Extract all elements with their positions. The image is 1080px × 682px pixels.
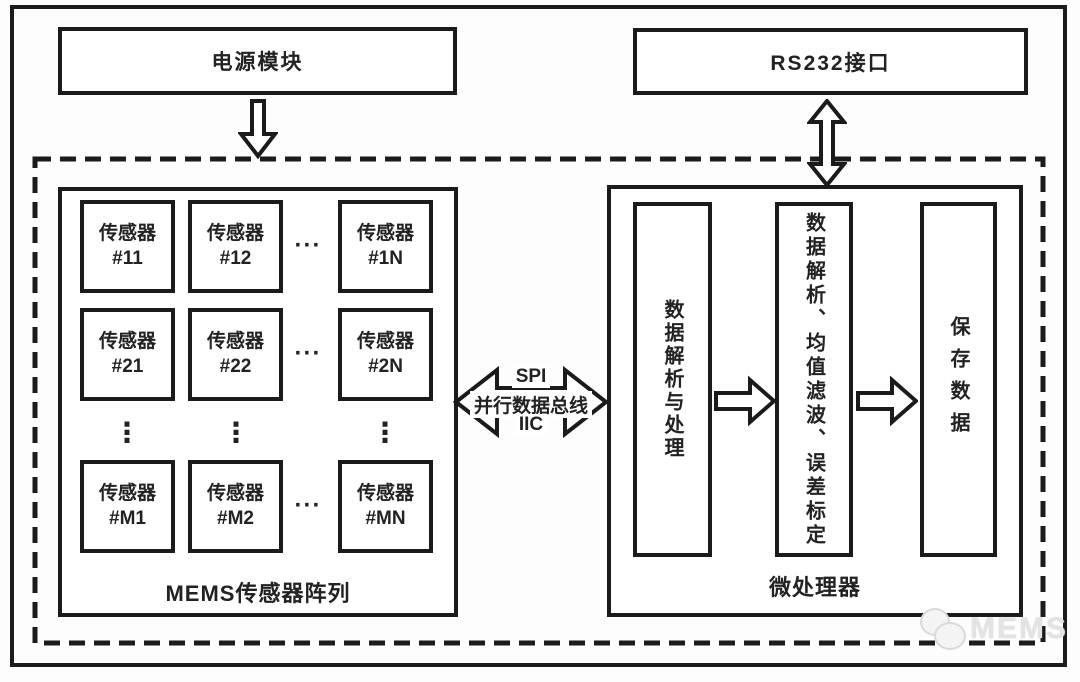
sensor-name: 传感器	[98, 222, 156, 244]
mascot-icon	[918, 606, 970, 652]
row-ellipsis: ···	[294, 232, 322, 259]
sensor-name: 传感器	[206, 330, 264, 352]
sensor-id: #1N	[368, 247, 403, 269]
sensor-box-1N: 传感器 #1N	[338, 200, 433, 293]
stage-label: 保存数据	[947, 315, 969, 444]
stage-label: 数据解析、均值滤波、误差标定	[802, 211, 825, 548]
sensor-box-2N: 传感器 #2N	[338, 308, 433, 401]
power-module-box: 电源模块	[58, 27, 457, 95]
sensor-box-11: 传感器 #11	[80, 200, 175, 293]
sensor-name: 传感器	[206, 222, 264, 244]
sensor-box-21: 传感器 #21	[80, 308, 175, 401]
sensor-box-22: 传感器 #22	[188, 308, 283, 401]
column-ellipsis: ⋮	[113, 417, 141, 448]
stage-label: 数据解析与处理	[661, 299, 683, 460]
watermark-text: MEMS	[970, 612, 1068, 645]
sensor-box-12: 传感器 #12	[188, 200, 283, 293]
row-ellipsis: ···	[294, 340, 322, 367]
sensor-name: 传感器	[356, 330, 414, 352]
stage-box-save-data: 保存数据	[920, 202, 997, 557]
stage-box-parse-process: 数据解析与处理	[633, 202, 712, 557]
up-down-arrow-icon	[807, 99, 847, 188]
stage-box-filter-calibrate: 数据解析、均值滤波、误差标定	[775, 202, 853, 557]
rs232-interface-box: RS232接口	[633, 28, 1028, 95]
bus-label-spi: SPI	[455, 366, 607, 388]
sensor-name: 传感器	[98, 330, 156, 352]
mems-watermark: MEMS	[918, 606, 1068, 652]
outer-frame	[10, 5, 1067, 667]
bus-label-iic: IIC	[455, 414, 607, 436]
sensor-name: 传感器	[356, 482, 414, 504]
sensor-array-label: MEMS传感器阵列	[165, 581, 351, 606]
column-ellipsis: ⋮	[371, 417, 399, 448]
sensor-box-M2: 传感器 #M2	[188, 460, 283, 553]
sensor-id: #M1	[109, 507, 146, 529]
microprocessor-label: 微处理器	[768, 575, 861, 600]
power-module-label: 电源模块	[211, 51, 304, 74]
sensor-box-M1: 传感器 #M1	[80, 460, 175, 553]
microprocessor-box: 数据解析与处理 数据解析、均值滤波、误差标定 保存数据 微处理器	[607, 185, 1023, 617]
sensor-array-box: 传感器 #11 传感器 #12 传感器 #1N 传感器 #21 传感器 #22 …	[58, 187, 458, 617]
sensor-id: #21	[111, 355, 144, 377]
sensor-name: 传感器	[206, 482, 264, 504]
sensor-box-MN: 传感器 #MN	[338, 460, 433, 553]
sensor-id: #M2	[217, 507, 254, 529]
down-arrow-icon	[238, 99, 278, 159]
right-arrow-icon	[714, 375, 776, 427]
sensor-name: 传感器	[98, 482, 156, 504]
right-arrow-icon	[856, 375, 918, 427]
sensor-id: #22	[219, 355, 252, 377]
sensor-id: #12	[219, 247, 252, 269]
row-ellipsis: ···	[294, 492, 322, 519]
rs232-interface-label: RS232接口	[770, 51, 891, 75]
column-ellipsis: ⋮	[222, 417, 250, 448]
sensor-id: #11	[112, 247, 143, 269]
sensor-id: #2N	[368, 355, 403, 377]
sensor-id: #MN	[365, 507, 406, 529]
sensor-name: 传感器	[356, 222, 414, 244]
